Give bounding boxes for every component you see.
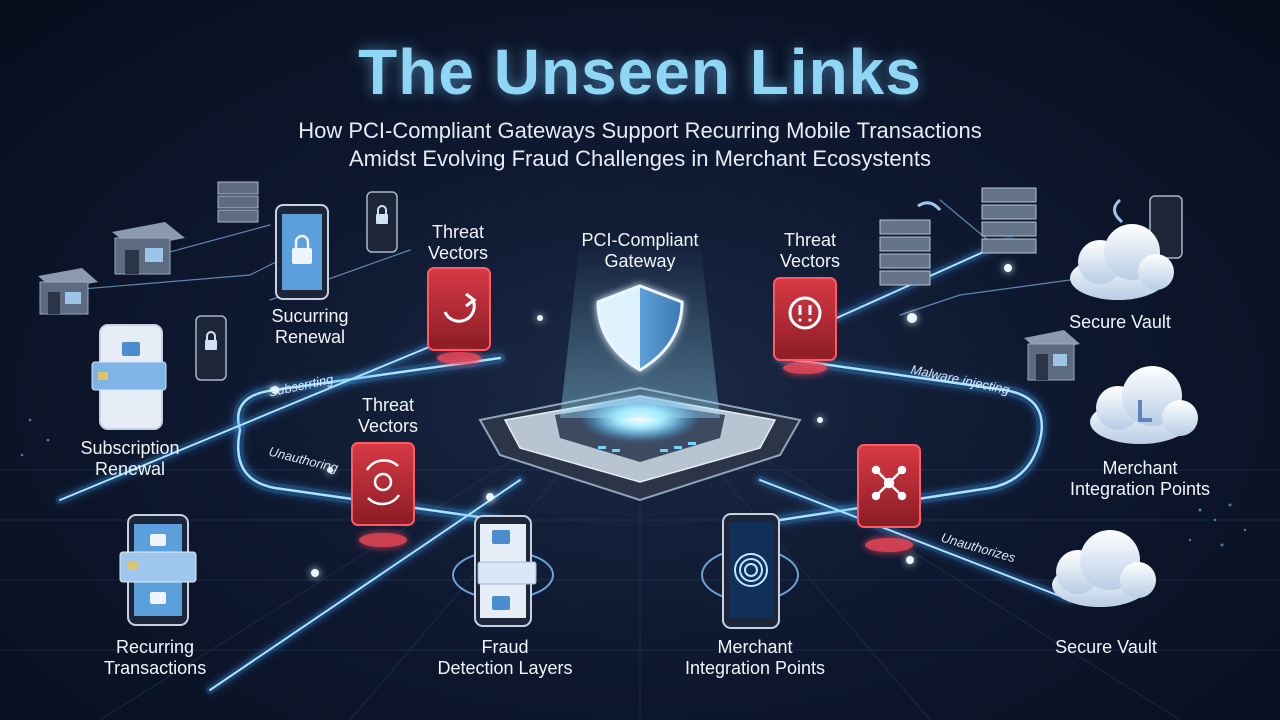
threat-label-line-2: Vectors <box>427 242 489 263</box>
particle-dots <box>20 418 1247 547</box>
storefront-icon <box>38 268 98 315</box>
shield-icon <box>596 284 684 372</box>
threat-label-line-1: Threat <box>361 395 415 415</box>
server-rack-icon <box>981 187 1037 254</box>
cloud-link-icon <box>1090 366 1198 444</box>
gateway-device[interactable] <box>478 240 802 502</box>
phone-lock-icon <box>366 191 398 253</box>
label-merchant-right: Merchant Integration Points <box>1050 458 1230 499</box>
page-subtitle-line-2: Amidst Evolving Fraud Challenges in Merc… <box>348 146 932 171</box>
label-line-2: Integration Points <box>684 657 826 678</box>
phone-card-icon <box>452 515 554 627</box>
cloud-icon <box>1070 224 1174 300</box>
glow-nodes <box>271 264 1012 577</box>
server-rack-icon <box>217 181 259 223</box>
label-line-1: Merchant <box>1102 458 1178 478</box>
threat-label-line-1: Threat <box>431 222 485 242</box>
gateway-label-line-2: Gateway <box>604 250 676 271</box>
alert-icon <box>788 296 822 330</box>
gateway-led-strip <box>598 442 696 452</box>
label-line-1: Fraud <box>481 637 529 657</box>
threat-card-left-top[interactable] <box>427 267 491 364</box>
label-secure-vault-top: Secure Vault <box>1069 312 1171 332</box>
threat-label-left-mid: Threat Vectors <box>338 395 438 436</box>
label-merchant-bottom: Merchant Integration Points <box>670 637 840 678</box>
storefront-icon <box>112 222 185 275</box>
label-secure-vault-bottom: Secure Vault <box>1055 637 1157 657</box>
threat-card-left-mid[interactable] <box>351 442 415 547</box>
network-cycle-icon <box>365 459 401 506</box>
storefront-icon <box>1024 330 1080 381</box>
label-subscription-renewal: Subscription Renewal <box>60 438 200 479</box>
threat-card-right-top[interactable] <box>773 277 837 374</box>
network-node-icon <box>871 465 907 501</box>
refresh-arrow-icon <box>443 292 477 323</box>
page-subtitle-line-1: How PCI-Compliant Gateways Support Recur… <box>298 118 982 143</box>
label-line-2: Renewal <box>94 458 166 479</box>
label-line-2: Transactions <box>103 657 207 678</box>
label-line-2: Integration Points <box>1069 478 1211 499</box>
threat-label-line-1: Threat <box>783 230 837 250</box>
threat-label-left-top: Threat Vectors <box>408 222 508 263</box>
threat-label-right-top: Threat Vectors <box>760 230 860 271</box>
label-line-1: Recurring <box>115 637 195 657</box>
threat-label-line-2: Vectors <box>357 415 419 436</box>
label-line-1: Subscription <box>80 438 180 458</box>
label-line-1: Sucurring <box>271 306 349 326</box>
cloud-icon <box>1052 530 1156 607</box>
server-rack-icon <box>879 219 931 286</box>
label-fraud-detection: Fraud Detection Layers <box>420 637 590 678</box>
label-line-2: Renewal <box>274 326 346 347</box>
phone-card-icon <box>91 324 167 430</box>
label-securing-renewal: Sucurring Renewal <box>240 306 380 347</box>
fingerprint-phone-icon <box>701 513 799 629</box>
phone-lock-icon <box>275 204 329 300</box>
gateway-label-line-1: PCI-Compliant <box>581 230 699 250</box>
phone-lock-icon <box>195 315 227 381</box>
label-line-1: Merchant <box>717 637 793 657</box>
label-line-2: Detection Layers <box>437 657 573 678</box>
threat-card-right-mid[interactable] <box>857 444 921 552</box>
threat-label-line-2: Vectors <box>779 250 841 271</box>
label-recurring-transactions: Recurring Transactions <box>85 637 225 678</box>
gateway-label: PCI-Compliant Gateway <box>540 230 740 271</box>
page-title: The Unseen Links <box>358 36 922 108</box>
phone-card-icon <box>119 514 197 626</box>
